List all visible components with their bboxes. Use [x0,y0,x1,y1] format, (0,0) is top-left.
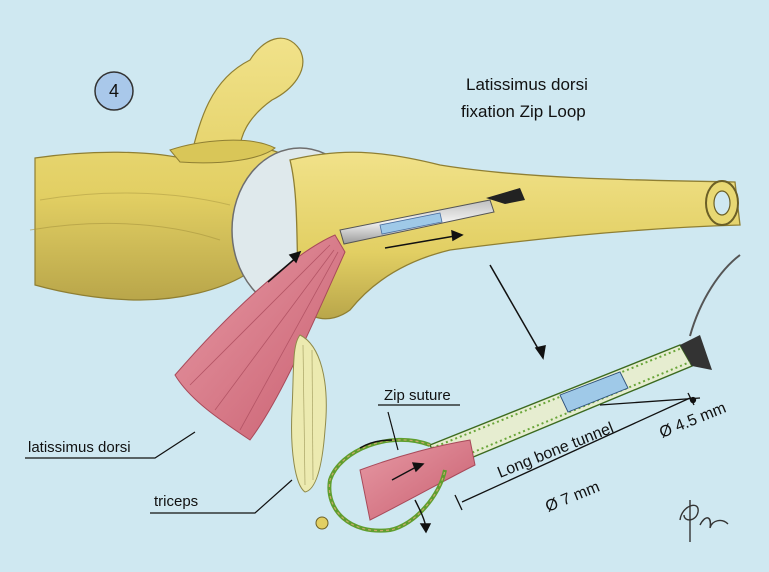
step-badge-number: 4 [109,81,119,101]
loop-arrows [359,439,432,534]
triceps-muscle [291,334,327,493]
leader-lines [25,404,460,514]
artist-signature [679,500,729,542]
label-latissimus-dorsi: latissimus dorsi [28,439,131,456]
flow-arrows [267,229,546,360]
label-zip-suture: Zip suture [384,387,451,404]
humerus [289,151,741,320]
step-badge [94,71,134,111]
measurement-lines [454,392,701,511]
label-diameter-7: Ø 7 mm [543,479,602,516]
label-diameter-4-5: Ø 4.5 mm [657,400,728,442]
title-line-2: fixation Zip Loop [461,102,586,121]
title-line-1: Latissimus dorsi [466,75,588,94]
tunnel-detail [315,254,741,533]
label-triceps: triceps [154,493,198,510]
